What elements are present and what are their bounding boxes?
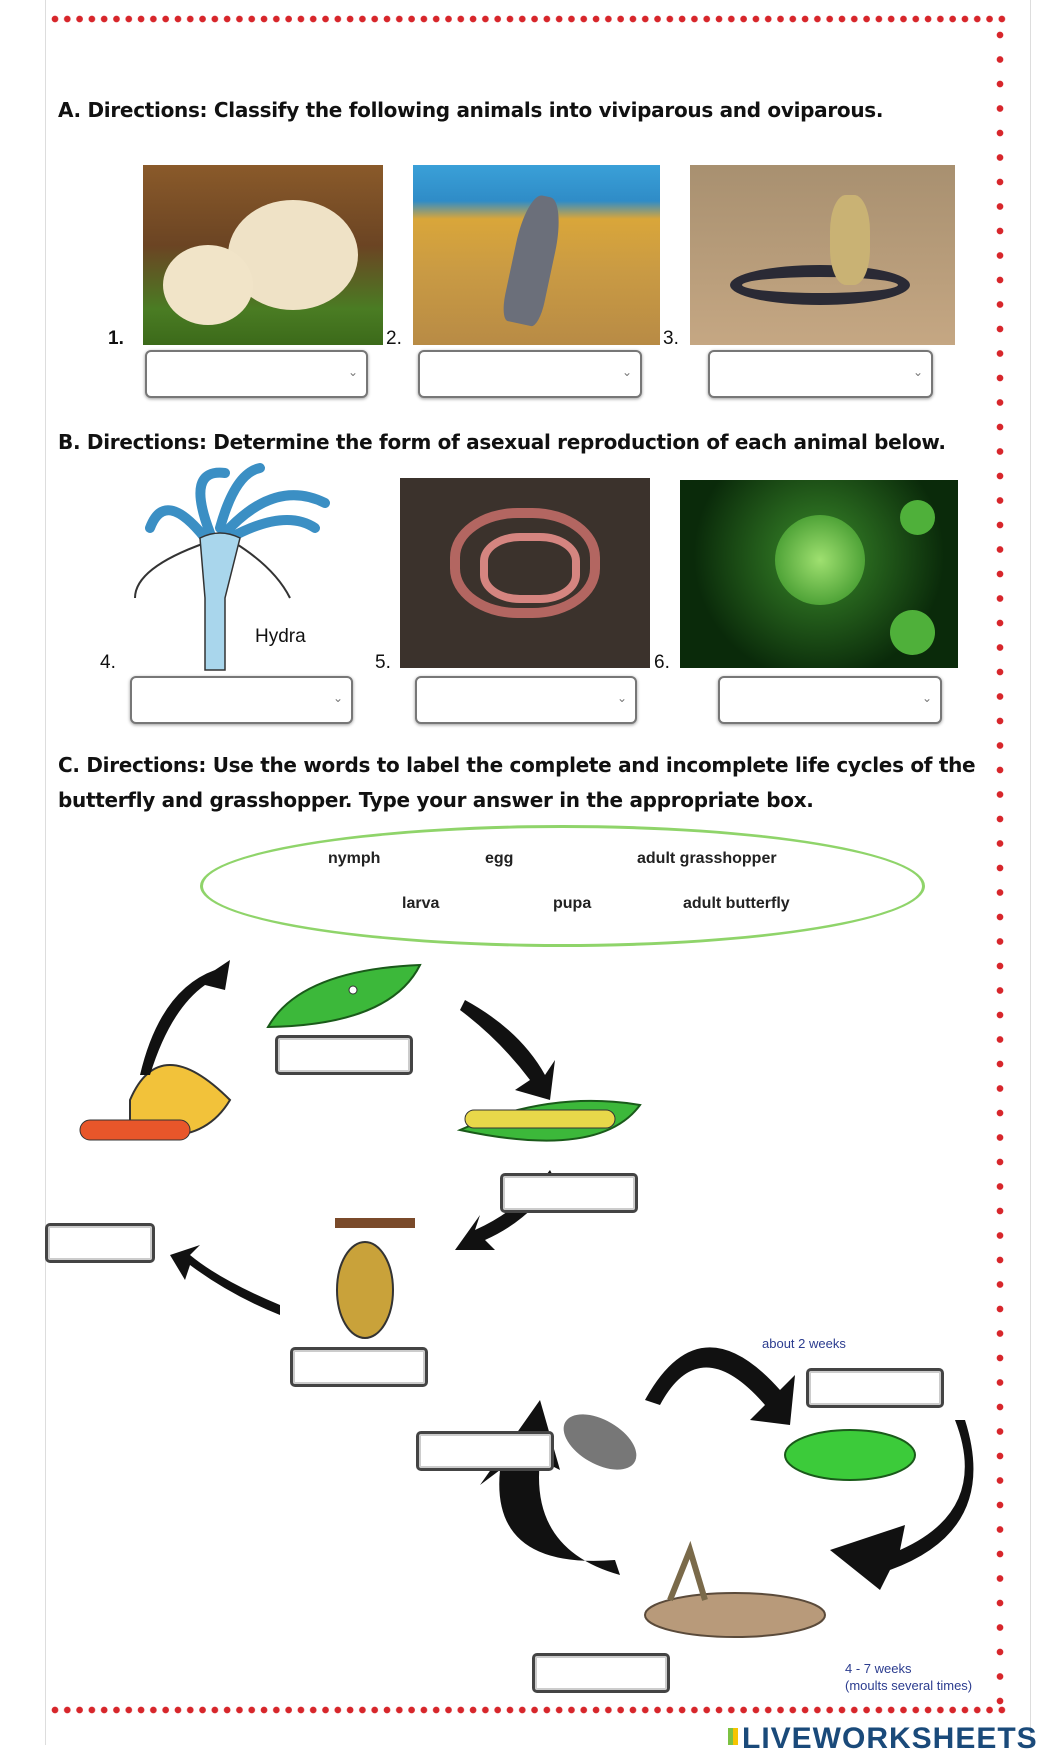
chevron-down-icon: ⌄ bbox=[347, 365, 358, 379]
hydra-caption: Hydra bbox=[255, 626, 306, 647]
adult-grasshopper-icon bbox=[644, 1540, 826, 1638]
arrow-icon bbox=[830, 1420, 974, 1590]
item-number-1: 1. bbox=[108, 328, 124, 349]
answer-dropdown-2[interactable]: ⌄ bbox=[418, 350, 642, 398]
arrow-icon bbox=[455, 1170, 555, 1250]
section-a-heading: A. Directions: Classify the following an… bbox=[58, 98, 884, 122]
answer-dropdown-6[interactable]: ⌄ bbox=[718, 676, 942, 724]
note-about-2-weeks: about 2 weeks bbox=[762, 1336, 846, 1351]
arrow-icon bbox=[170, 1245, 280, 1315]
answer-dropdown-4[interactable]: ⌄ bbox=[130, 676, 353, 724]
adult-butterfly-label-input[interactable] bbox=[45, 1223, 155, 1263]
word-adult-butterfly: adult butterfly bbox=[683, 895, 790, 912]
grasshopper-egg-label-input[interactable] bbox=[416, 1431, 554, 1471]
word-pupa: pupa bbox=[553, 895, 592, 912]
cycle-arrows bbox=[140, 960, 974, 1590]
caterpillar-icon bbox=[456, 1099, 642, 1142]
note-moults: (moults several times) bbox=[845, 1678, 973, 1693]
answer-dropdown-1[interactable]: ⌄ bbox=[145, 350, 368, 398]
note-4-7-weeks: 4 - 7 weeks bbox=[845, 1661, 912, 1676]
page-edge-left bbox=[45, 0, 46, 1745]
chevron-down-icon: ⌄ bbox=[621, 365, 632, 379]
arrow-icon bbox=[460, 1000, 555, 1100]
adult-grasshopper-label-input[interactable] bbox=[532, 1653, 670, 1693]
section-c-heading-line1: C. Directions: Use the words to label th… bbox=[58, 753, 976, 777]
nymph-icon bbox=[784, 1429, 916, 1481]
butterfly-icon bbox=[79, 1064, 232, 1141]
answer-dropdown-3[interactable]: ⌄ bbox=[708, 350, 933, 398]
dog-image bbox=[143, 165, 383, 345]
item-number-4: 4. bbox=[100, 652, 116, 673]
arrow-icon bbox=[645, 1347, 795, 1425]
word-adult-grasshopper: adult grasshopper bbox=[637, 850, 777, 867]
item-number-3: 3. bbox=[663, 328, 679, 349]
liveworksheets-logo: LIVEWORKSHEETS bbox=[742, 1722, 1038, 1755]
life-cycle-drawings bbox=[79, 960, 974, 1638]
egg-label-input[interactable] bbox=[275, 1035, 413, 1075]
item-number-5: 5. bbox=[375, 652, 391, 673]
leaf-egg-icon bbox=[266, 963, 422, 1029]
word-nymph: nymph bbox=[328, 850, 381, 867]
pin-border-bottom bbox=[50, 1705, 1010, 1719]
section-b-heading: B. Directions: Determine the form of ase… bbox=[58, 430, 946, 454]
virus-image bbox=[680, 480, 958, 668]
nymph-label-input[interactable] bbox=[806, 1368, 944, 1408]
answer-dropdown-5[interactable]: ⌄ bbox=[415, 676, 637, 724]
pupa-icon bbox=[335, 1218, 415, 1339]
arrow-icon bbox=[140, 960, 230, 1075]
chevron-down-icon: ⌄ bbox=[912, 365, 923, 379]
section-c-heading-line2: butterfly and grasshopper. Type your ans… bbox=[58, 788, 814, 812]
page-edge-right bbox=[1030, 0, 1031, 1745]
item-number-6: 6. bbox=[654, 652, 670, 673]
item-number-2: 2. bbox=[386, 328, 402, 349]
larva-label-input[interactable] bbox=[500, 1173, 638, 1213]
word-larva: larva bbox=[402, 895, 440, 912]
kangaroo-image bbox=[413, 165, 660, 345]
grasshopper-egg-icon bbox=[563, 1414, 637, 1470]
earthworms-image bbox=[400, 478, 650, 668]
cobra-image bbox=[690, 165, 955, 345]
pin-border-top bbox=[50, 14, 1010, 28]
liveworksheets-logo-icon bbox=[728, 1728, 738, 1745]
pupa-label-input[interactable] bbox=[290, 1347, 428, 1387]
chevron-down-icon: ⌄ bbox=[332, 691, 343, 705]
word-egg: egg bbox=[485, 850, 514, 867]
pin-border-right bbox=[995, 30, 1009, 1710]
chevron-down-icon: ⌄ bbox=[921, 691, 932, 705]
word-bank-ellipse bbox=[200, 825, 925, 947]
chevron-down-icon: ⌄ bbox=[616, 691, 627, 705]
hydra-image bbox=[134, 463, 330, 671]
